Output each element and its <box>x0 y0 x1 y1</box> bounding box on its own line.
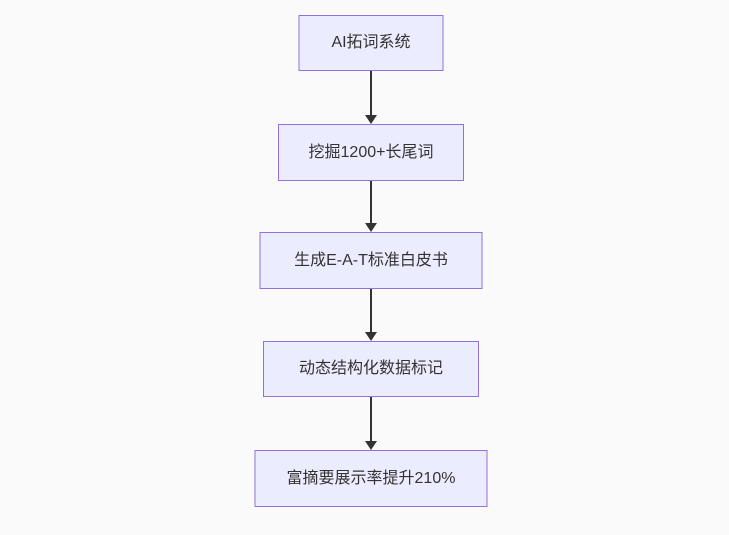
arrow-a-to-b <box>364 71 378 124</box>
node-label: 挖掘1200+长尾词 <box>308 143 434 161</box>
arrow-line <box>370 397 372 441</box>
arrow-line <box>370 289 372 332</box>
node-label: 富摘要展示率提升210% <box>286 469 456 487</box>
flowchart-node-structured-data-markup: 动态结构化数据标记 <box>263 341 479 397</box>
arrowhead-down-icon <box>365 332 377 341</box>
node-label: 动态结构化数据标记 <box>298 360 443 378</box>
node-label: 生成E-A-T标准白皮书 <box>294 251 448 269</box>
flowchart-node-rich-snippet-result: 富摘要展示率提升210% <box>254 450 488 507</box>
arrow-line <box>370 71 372 115</box>
flowchart-node-ai-expansion-system: AI拓词系统 <box>298 15 444 71</box>
flowchart-node-longtail-mining: 挖掘1200+长尾词 <box>278 124 464 181</box>
flowchart-node-eat-whitepaper: 生成E-A-T标准白皮书 <box>259 232 483 289</box>
arrowhead-down-icon <box>365 441 377 450</box>
arrow-line <box>370 181 372 223</box>
arrow-b-to-c <box>364 181 378 232</box>
arrow-c-to-d <box>364 289 378 341</box>
arrowhead-down-icon <box>365 115 377 124</box>
arrowhead-down-icon <box>365 223 377 232</box>
arrow-d-to-e <box>364 397 378 450</box>
node-label: AI拓词系统 <box>331 34 411 52</box>
